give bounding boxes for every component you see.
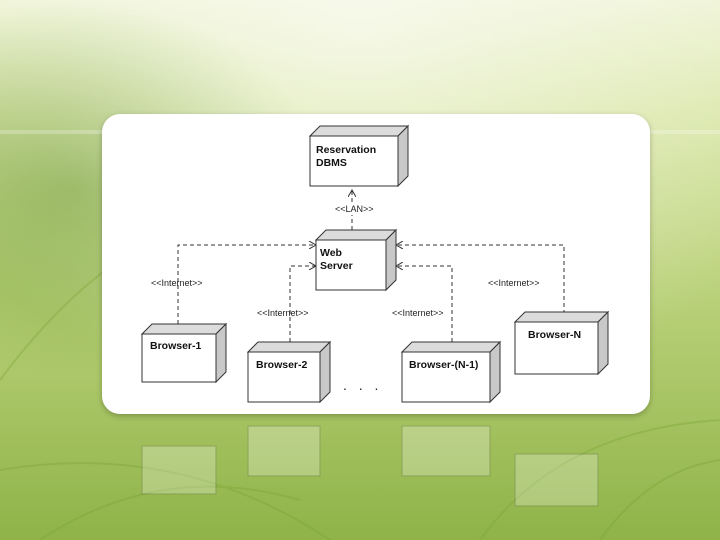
node-web-server: Web Server bbox=[314, 228, 398, 292]
node-reservation-dbms: Reservation DBMS bbox=[308, 124, 410, 188]
web-server-label-line1: Web bbox=[320, 247, 342, 259]
ellipsis: . . . bbox=[343, 377, 382, 393]
internet-connector-bn bbox=[396, 245, 565, 314]
node-browser-2: Browser-2 bbox=[246, 340, 332, 404]
browser-2-label: Browser-2 bbox=[256, 359, 308, 371]
internet-label-bn: <<Internet>> bbox=[488, 278, 540, 288]
browser-1-label: Browser-1 bbox=[150, 340, 202, 352]
node-browser-n-minus-1: Browser-(N-1) bbox=[400, 340, 502, 404]
dbms-label-line1: Reservation bbox=[316, 144, 376, 156]
node-browser-n: Browser-N bbox=[513, 310, 610, 376]
web-server-label-line2: Server bbox=[320, 260, 353, 272]
browser-n-minus-1-label: Browser-(N-1) bbox=[409, 359, 478, 371]
internet-connector-b1 bbox=[177, 245, 316, 324]
node-browser-1: Browser-1 bbox=[140, 322, 228, 384]
dbms-label-line2: DBMS bbox=[316, 157, 347, 169]
internet-label-bn1: <<Internet>> bbox=[392, 308, 444, 318]
internet-connector-bn1 bbox=[396, 266, 453, 342]
lan-label: <<LAN>> bbox=[335, 204, 374, 214]
internet-label-b1: <<Internet>> bbox=[151, 278, 203, 288]
browser-n-label: Browser-N bbox=[528, 329, 581, 341]
internet-label-b2: <<Internet>> bbox=[257, 308, 309, 318]
internet-connector-b2 bbox=[289, 266, 316, 342]
deployment-diagram: Reservation DBMS Web Server Browser-1 Br… bbox=[102, 114, 650, 414]
diagram-reflection bbox=[102, 414, 650, 540]
